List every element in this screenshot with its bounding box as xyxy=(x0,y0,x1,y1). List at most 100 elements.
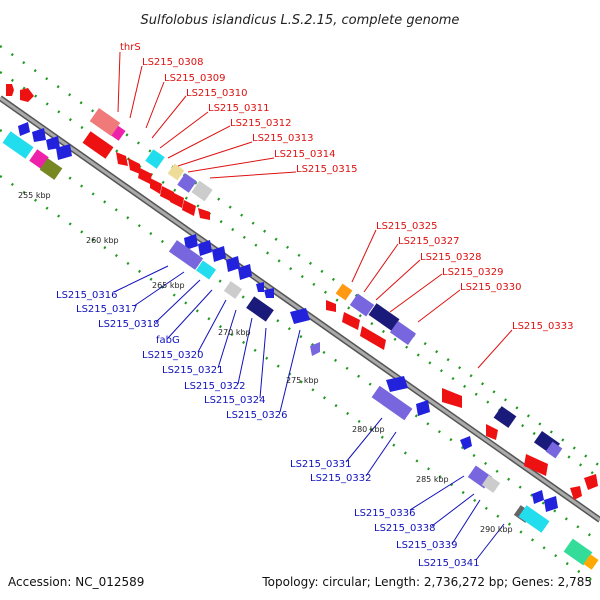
gene-label-0327: LS215_0327 xyxy=(398,236,459,247)
accession-text: Accession: NC_012589 xyxy=(8,575,144,589)
reverse-gene xyxy=(371,385,413,421)
scale-tick-label: 290 kbp xyxy=(480,525,513,534)
scale-tick-label: 265 kbp xyxy=(152,281,185,290)
reverse-gene xyxy=(212,246,226,262)
forward-gene xyxy=(82,131,114,159)
gene-label-0322: LS215_0322 xyxy=(184,381,245,392)
gene-label-0310: LS215_0310 xyxy=(186,88,247,99)
forward-gene xyxy=(111,125,126,141)
gene-label-0338: LS215_0338 xyxy=(374,523,435,534)
reverse-gene xyxy=(532,490,544,504)
gene-label-0341: LS215_0341 xyxy=(418,558,479,569)
reverse-gene xyxy=(32,128,46,142)
forward-gene xyxy=(389,320,417,346)
gene-label-0324: LS215_0324 xyxy=(204,395,265,406)
forward-gene xyxy=(584,474,598,490)
forward-gene xyxy=(368,303,400,331)
scale-tick-label: 285 kbp xyxy=(416,475,449,484)
scale-tick-label: 270 kbp xyxy=(218,328,251,337)
gene-label-0311: LS215_0311 xyxy=(208,103,269,114)
topology-text: Topology: circular; Length: 2,736,272 bp… xyxy=(261,575,592,589)
scale-tick-label: 255 kbp xyxy=(18,191,51,200)
reverse-gene xyxy=(184,234,198,250)
reverse-gene xyxy=(386,376,408,392)
gene-label-0328: LS215_0328 xyxy=(420,252,481,263)
gene-label-fabG: fabG xyxy=(156,335,180,346)
gene-label-0320: LS215_0320 xyxy=(142,350,203,361)
gene-label-0339: LS215_0339 xyxy=(396,540,457,551)
forward-gene xyxy=(545,441,563,459)
map-title: Sulfolobus islandicus L.S.2.15, complete… xyxy=(141,13,460,28)
reverse-gene xyxy=(416,400,430,416)
reverse-gene xyxy=(198,240,212,256)
reverse-gene xyxy=(583,554,599,570)
forward-gene xyxy=(167,163,185,181)
gene-label-0315: LS215_0315 xyxy=(296,164,357,175)
reverse-gene xyxy=(56,144,72,160)
gene-label-0325: LS215_0325 xyxy=(376,221,437,232)
reverse-gene xyxy=(168,240,204,270)
forward-gene xyxy=(326,300,336,312)
lower-tick-track xyxy=(0,128,600,544)
reverse-gene xyxy=(310,342,320,356)
forward-gene xyxy=(6,84,14,96)
gene-label-0321: LS215_0321 xyxy=(162,365,223,376)
forward-gene xyxy=(349,293,375,317)
forward-gene xyxy=(116,152,128,166)
reverse-gene-labels: LS215_0316 LS215_0317 LS215_0318 fabG LS… xyxy=(56,290,479,569)
gene-label-0331: LS215_0331 xyxy=(290,459,351,470)
gene-label-0326: LS215_0326 xyxy=(226,410,287,421)
forward-gene xyxy=(486,424,498,440)
forward-gene xyxy=(177,173,197,193)
genome-backbone xyxy=(0,95,600,523)
thrS-gene xyxy=(89,107,121,137)
forward-gene xyxy=(442,388,462,408)
reverse-gene xyxy=(256,282,264,292)
reverse-gene-green xyxy=(563,538,593,566)
gene-label-0317: LS215_0317 xyxy=(76,304,137,315)
label-leader-lines xyxy=(113,51,513,561)
forward-gene xyxy=(160,186,174,202)
forward-gene xyxy=(198,208,210,220)
forward-gene xyxy=(342,312,360,330)
reverse-gene xyxy=(238,264,252,280)
gene-label-0329: LS215_0329 xyxy=(442,267,503,278)
gene-label-0316: LS215_0316 xyxy=(56,290,117,301)
gene-label-0330: LS215_0330 xyxy=(460,282,521,293)
forward-gene xyxy=(182,200,196,216)
reverse-gene xyxy=(223,281,243,299)
forward-gene-cyan xyxy=(145,149,165,169)
forward-gene-labels: thrS LS215_0308 LS215_0309 LS215_0310 LS… xyxy=(120,42,573,332)
reverse-strand-genes xyxy=(2,122,599,570)
outer-tick-track xyxy=(0,44,600,468)
gene-label-0312: LS215_0312 xyxy=(230,118,291,129)
forward-gene-orange xyxy=(335,283,353,301)
forward-gene xyxy=(138,168,152,184)
scale-tick-labels: 255 kbp 260 kbp 265 kbp 270 kbp 275 kbp … xyxy=(18,191,513,534)
gene-label-0309: LS215_0309 xyxy=(164,73,225,84)
scale-tick-label: 260 kbp xyxy=(86,236,119,245)
reverse-gene-cyan xyxy=(518,505,550,533)
forward-gene xyxy=(570,486,582,500)
reverse-gene xyxy=(481,475,501,493)
forward-gene xyxy=(150,178,162,194)
reverse-gene-cyan xyxy=(196,260,216,280)
scale-tick-label: 280 kbp xyxy=(352,425,385,434)
reverse-gene xyxy=(226,256,240,272)
forward-gene xyxy=(170,192,184,208)
forward-gene xyxy=(128,158,140,174)
forward-gene xyxy=(360,326,386,350)
gene-label-0333: LS215_0333 xyxy=(512,321,573,332)
reverse-gene xyxy=(290,308,310,324)
reverse-gene xyxy=(246,296,274,322)
reverse-gene xyxy=(544,496,558,512)
gene-label-0318: LS215_0318 xyxy=(98,319,159,330)
forward-gene xyxy=(524,454,548,476)
reverse-gene xyxy=(264,288,274,298)
gene-label-0314: LS215_0314 xyxy=(274,149,335,160)
scale-tick-label: 275 kbp xyxy=(286,376,319,385)
forward-gene xyxy=(493,406,517,428)
reverse-gene xyxy=(46,136,60,150)
forward-strand-genes xyxy=(6,84,598,500)
